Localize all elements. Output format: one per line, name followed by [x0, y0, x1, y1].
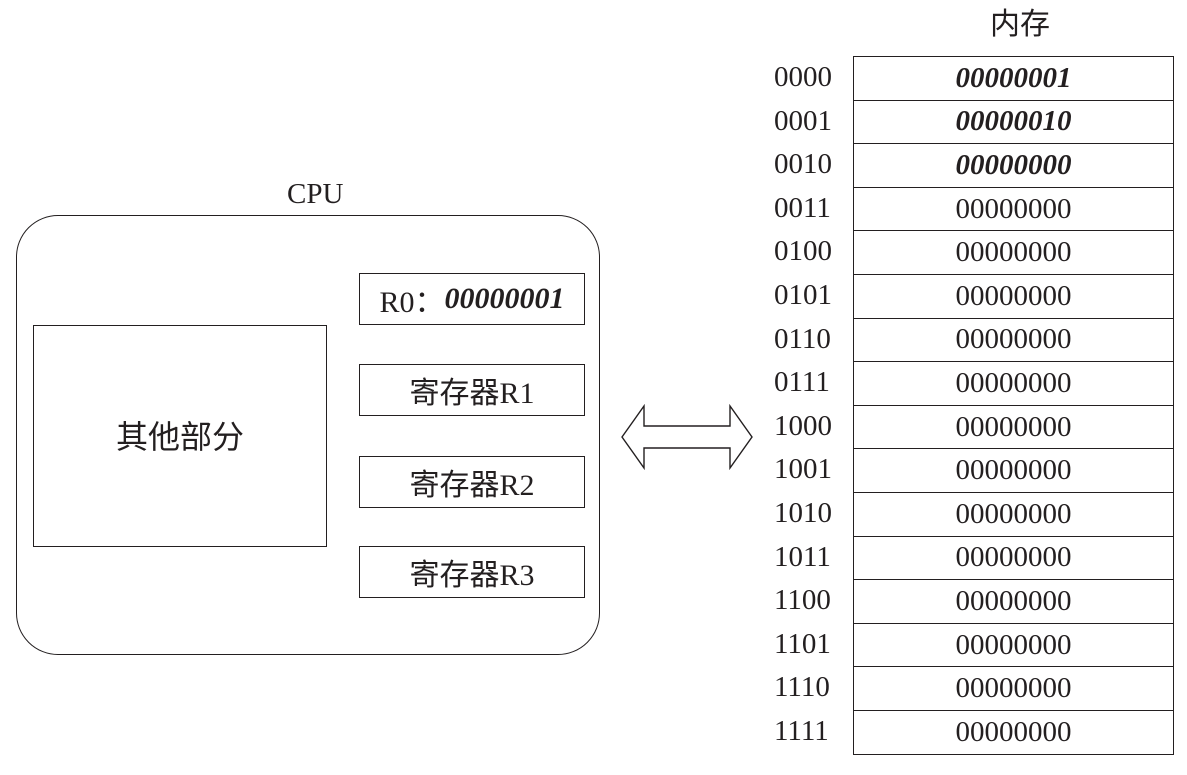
memory-address: 1110	[774, 671, 830, 704]
memory-cell: 00000000	[853, 405, 1174, 450]
register-r3-label: 寄存器R3	[409, 559, 535, 592]
bidirectional-arrow-icon	[621, 404, 753, 470]
register-r2-label: 寄存器R2	[409, 469, 535, 502]
register-r1-label: 寄存器R1	[409, 377, 535, 410]
register-r3: 寄存器R3	[359, 546, 585, 598]
memory-cell: 00000000	[853, 274, 1174, 319]
cpu-title: CPU	[287, 178, 344, 210]
memory-cell: 00000000	[853, 318, 1174, 363]
memory-address: 1100	[774, 584, 831, 617]
other-parts-label: 其他部分	[115, 419, 244, 455]
memory-cell: 00000000	[853, 187, 1174, 232]
memory-address: 1001	[774, 453, 832, 486]
memory-cell: 00000010	[853, 100, 1174, 145]
memory-address: 0001	[774, 104, 832, 137]
memory-address: 0000	[774, 61, 832, 93]
memory-cell: 00000000	[853, 710, 1174, 755]
register-r0: R0：00000001	[359, 273, 585, 325]
other-parts-box: 其他部分	[33, 325, 327, 547]
memory-address: 1011	[774, 540, 831, 573]
memory-cell: 00000000	[853, 231, 1174, 275]
memory-address: 0100	[774, 235, 832, 268]
register-r0-label: R0：	[379, 286, 445, 319]
cpu-box	[16, 215, 600, 655]
memory-cell: 00000000	[853, 449, 1174, 493]
memory-address: 0110	[774, 322, 831, 355]
memory-cell: 00000000	[853, 667, 1174, 711]
memory-address: 0010	[774, 148, 832, 181]
memory-cell: 00000000	[853, 623, 1174, 668]
register-r2: 寄存器R2	[359, 456, 585, 508]
memory-address: 1000	[774, 409, 832, 442]
memory-cell: 00000000	[853, 362, 1174, 406]
memory-cell: 00000001	[853, 57, 1174, 101]
memory-address: 1010	[774, 497, 832, 529]
memory-cell: 00000000	[853, 580, 1174, 624]
memory-address: 0011	[774, 191, 831, 224]
memory-address: 1111	[774, 715, 829, 747]
memory-address: 0111	[774, 366, 830, 399]
register-r0-value: 00000001	[444, 282, 565, 315]
register-r1: 寄存器R1	[359, 364, 585, 416]
memory-address: 0101	[774, 279, 832, 311]
memory-cell: 00000000	[853, 492, 1174, 537]
memory-address: 1101	[774, 627, 831, 660]
memory-cell: 00000000	[853, 536, 1174, 581]
memory-title: 内存	[990, 8, 1050, 41]
memory-cell: 00000000	[853, 144, 1174, 188]
